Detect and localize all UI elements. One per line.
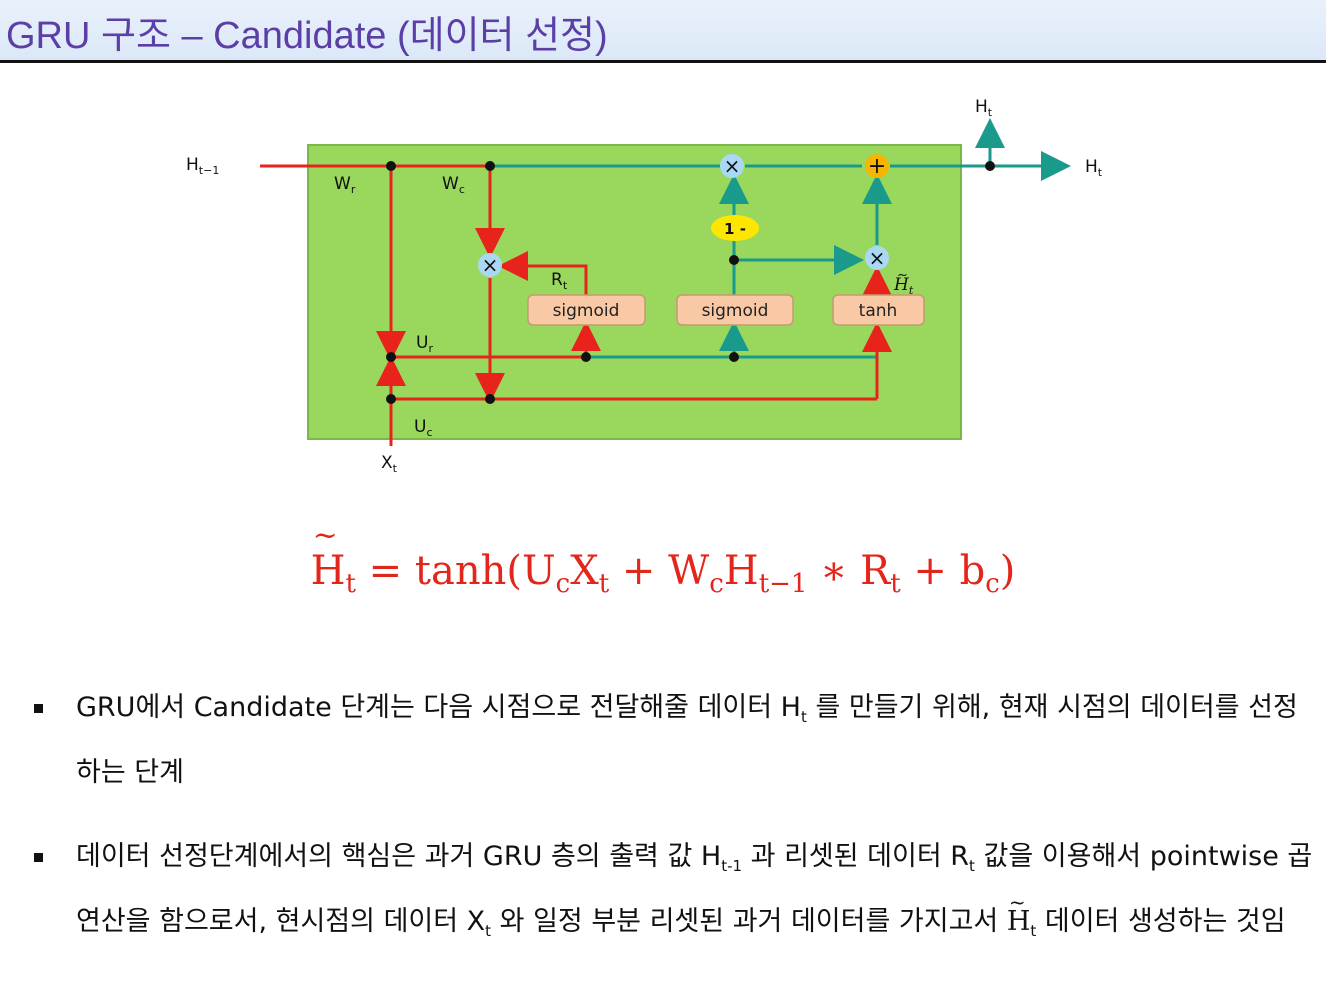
rt-label: Rt — [551, 270, 568, 292]
sigmoid-gate-reset: sigmoid — [527, 294, 646, 326]
ht-candidate-tilde: ~ — [897, 268, 908, 283]
svg-text:sigmoid: sigmoid — [553, 301, 620, 321]
wc-label: Wc — [442, 174, 465, 196]
ur-label: Ur — [416, 333, 433, 355]
gru-diagram: × × × + 1 - sigmoid sigmoid tanh Ht−1 Xt… — [186, 97, 1103, 475]
sigmoid-gate-update: sigmoid — [676, 294, 794, 326]
svg-text:+: + — [868, 154, 886, 179]
uc-label: Uc — [414, 417, 433, 439]
bullet-item-1: GRU에서 Candidate 단계는 다음 시점으로 전달해줄 데이터 Ht … — [30, 680, 1320, 801]
bullet-list: GRU에서 Candidate 단계는 다음 시점으로 전달해줄 데이터 Ht … — [30, 680, 1320, 959]
input-h-prev-label: Ht−1 — [186, 155, 219, 177]
junction-dots — [386, 161, 995, 404]
svg-text:sigmoid: sigmoid — [702, 301, 769, 321]
output-h-up-label: Ht — [975, 97, 993, 119]
ht-candidate-label: Ht — [893, 275, 914, 297]
formula-h-tilde: H — [311, 518, 346, 594]
svg-text:×: × — [869, 246, 886, 270]
output-h-right-label: Ht — [1085, 157, 1103, 179]
plus-op: + — [865, 154, 889, 179]
wr-label: Wr — [334, 174, 356, 196]
gru-cell-box — [307, 144, 962, 440]
bullet-item-2: 데이터 선정단계에서의 핵심은 과거 GRU 층의 출력 값 Ht-1 과 리셋… — [30, 829, 1320, 959]
inline-h-tilde: H — [1007, 874, 1031, 950]
svg-text:×: × — [482, 253, 499, 277]
svg-text:tanh: tanh — [859, 301, 898, 321]
mult-op-top: × — [720, 154, 744, 178]
bullet-marker — [34, 853, 43, 862]
mult-op-cand: × — [865, 246, 889, 270]
tanh-gate: tanh — [832, 294, 925, 326]
input-x-label: Xt — [381, 453, 398, 475]
red-paths — [260, 164, 892, 446]
candidate-formula: Ht = tanh(UcXt + WcHt−1 ∗ Rt + bc) — [0, 518, 1326, 599]
svg-text:×: × — [724, 154, 741, 178]
svg-text:1 -: 1 - — [724, 220, 746, 238]
mult-op-reset: × — [478, 253, 502, 277]
title-bar: GRU 구조 – Candidate (데이터 선정) — [0, 0, 1326, 63]
page-title: GRU 구조 – Candidate (데이터 선정) — [6, 15, 608, 57]
one-minus-op: 1 - — [711, 215, 759, 241]
bullet-marker — [34, 704, 43, 713]
